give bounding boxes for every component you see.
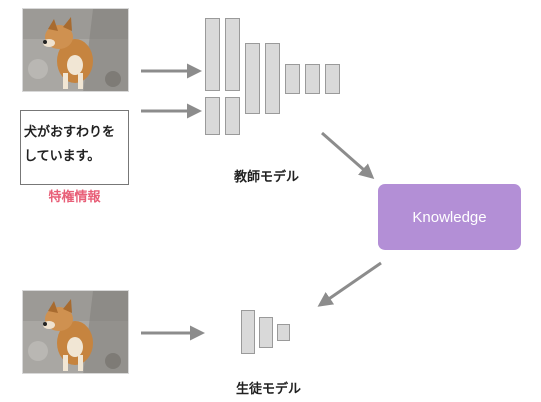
student-layer-2 <box>259 317 273 348</box>
teacher-layer-7 <box>325 64 340 94</box>
student-layer-3 <box>277 324 290 341</box>
student-model-label: 生徒モデル <box>236 382 302 397</box>
teacher-layer-1-bottom <box>205 97 220 135</box>
teacher-layer-2-top <box>225 18 240 91</box>
arrow-teacher-to-knowledge <box>321 131 375 179</box>
privileged-info-label: 特権情報 <box>48 190 101 205</box>
teacher-layer-3 <box>245 43 260 114</box>
dog-photo-student <box>22 290 129 374</box>
arrow-knowledge-to-student <box>317 261 382 307</box>
teacher-layer-2-bottom <box>225 97 240 135</box>
teacher-layer-1-top <box>205 18 220 91</box>
teacher-model-label: 教師モデル <box>234 170 300 185</box>
teacher-layer-4 <box>265 43 280 114</box>
caption-textbox: 犬がおすわりを しています。 <box>20 110 129 185</box>
teacher-layer-6 <box>305 64 320 94</box>
caption-line-2: しています。 <box>24 149 101 164</box>
student-layer-1 <box>241 310 255 354</box>
teacher-layer-5 <box>285 64 300 94</box>
caption-line-1: 犬がおすわりを <box>24 125 116 140</box>
knowledge-box: Knowledge <box>378 184 521 250</box>
dog-photo-teacher <box>22 8 129 92</box>
